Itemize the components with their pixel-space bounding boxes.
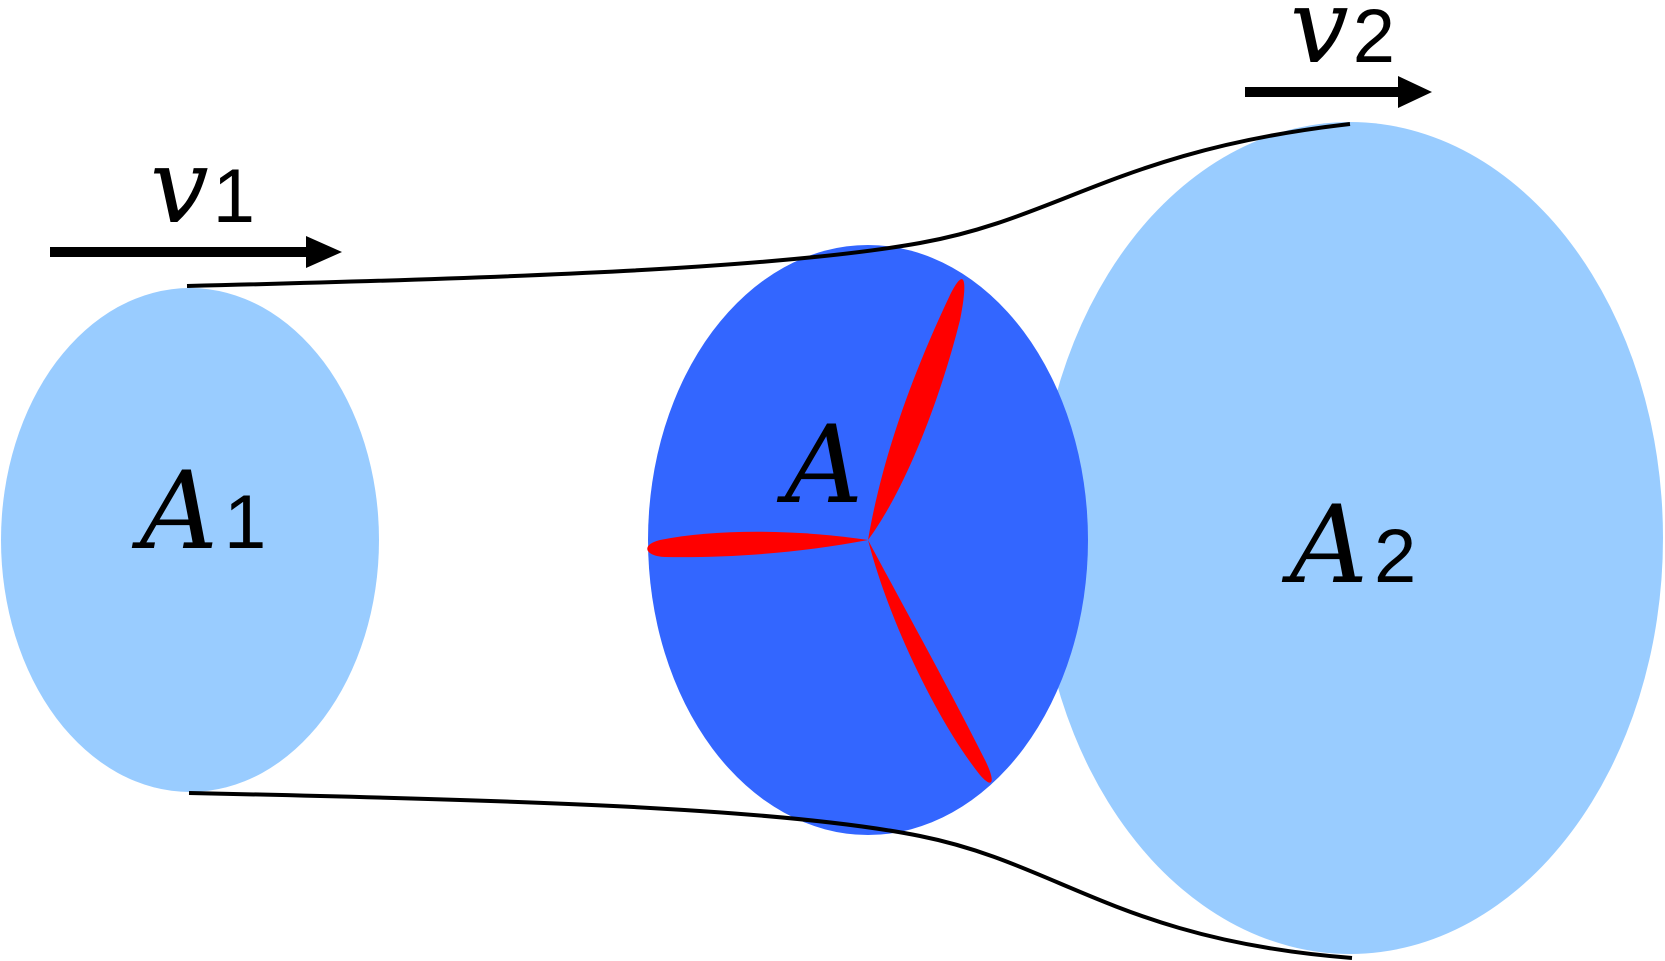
outlet-area-symbol: A [1281, 483, 1368, 608]
outlet-velocity-arrow [1245, 76, 1432, 108]
inlet-velocity-symbol: v [150, 125, 209, 247]
turbine-blades [647, 279, 992, 783]
outlet-velocity-label: v2 [1290, 0, 1395, 87]
inlet-disc [1, 288, 379, 792]
rotor-area-symbol: A [776, 403, 863, 528]
rotor-area-label: A [776, 403, 863, 528]
inlet-area-symbol: A [131, 449, 218, 574]
inlet-velocity-arrow [50, 236, 342, 268]
inlet-area-subscript: 1 [224, 480, 266, 565]
upper-blade [868, 279, 965, 540]
lower-blade [868, 540, 992, 783]
left-blade [647, 531, 868, 558]
outlet-area-label: A2 [1281, 483, 1416, 608]
outlet-area-subscript: 2 [1374, 514, 1416, 599]
inlet-area-label: A1 [131, 449, 266, 574]
outlet-velocity-subscript: 2 [1353, 0, 1395, 79]
inlet-velocity-subscript: 1 [213, 154, 255, 239]
streamtube-bottom-line [188, 791, 1353, 960]
streamtube-top-line [186, 122, 1351, 288]
outlet-velocity-symbol: v [1290, 0, 1349, 87]
outlet-disc [1037, 122, 1663, 954]
inlet-velocity-label: v1 [150, 125, 255, 247]
